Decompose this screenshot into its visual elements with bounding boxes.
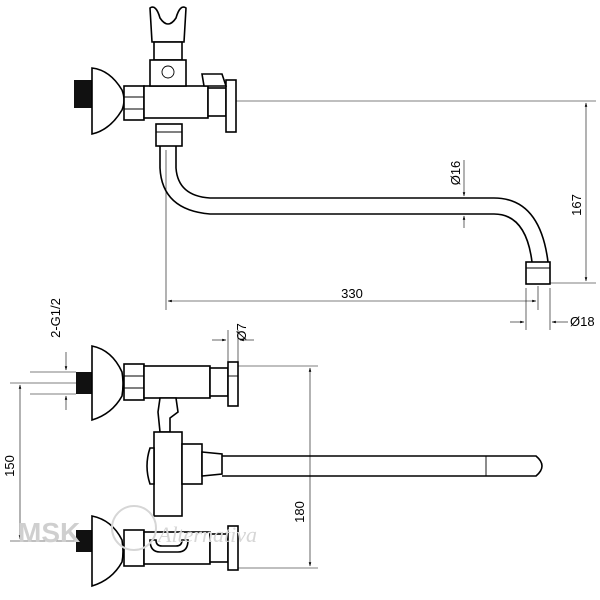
shower-holder-front	[149, 539, 189, 553]
aerator	[525, 261, 551, 285]
top-dimensions	[165, 100, 596, 330]
mixer-column	[153, 431, 183, 517]
column-knob	[146, 447, 155, 485]
handle-lower	[227, 525, 239, 571]
label-thread: 2-G1/2	[48, 298, 63, 338]
spout-collar	[181, 443, 203, 485]
escutcheon-upper	[91, 345, 124, 422]
watermark-brand: MSK	[18, 517, 80, 548]
top-view	[74, 6, 551, 285]
valve-nut-upper	[209, 367, 229, 397]
label-inlet-spacing: 150	[2, 455, 17, 477]
shower-holder-top	[149, 6, 187, 43]
holder-joint	[153, 41, 183, 61]
handle-cross-top	[225, 79, 237, 133]
diverter-top	[149, 59, 187, 87]
spout-joint	[201, 451, 223, 477]
label-spout-diameter: Ø16	[448, 161, 463, 186]
nut-upper	[123, 363, 145, 401]
body-upper	[143, 365, 211, 399]
spout-pipe-outer	[159, 146, 533, 263]
watermark-suffix: Alternativa	[156, 522, 257, 547]
valve-nut-top	[207, 87, 227, 117]
front-view	[76, 345, 543, 588]
lever-top	[201, 73, 228, 87]
diverter-stem	[157, 397, 179, 433]
watermark-logo-icon	[111, 505, 157, 551]
inlet-thread-upper	[76, 372, 92, 394]
label-body-height: 180	[292, 501, 307, 523]
label-handle-diameter: Ø7	[234, 323, 249, 340]
escutcheon-top	[91, 67, 125, 135]
swivel-nut-top	[155, 123, 183, 147]
label-spout-length: 330	[341, 286, 363, 301]
front-dimensions	[10, 330, 318, 569]
spout-pipe-inner	[175, 146, 549, 263]
label-height-top: 167	[569, 194, 584, 216]
nut-top	[123, 85, 145, 121]
spout-front	[222, 455, 543, 477]
escutcheon-lower	[91, 515, 124, 588]
label-outlet-diameter: Ø18	[570, 314, 595, 329]
inlet-thread-top	[74, 80, 92, 108]
inlet-thread-lower	[76, 530, 92, 552]
watermark: MSK Alternativa	[18, 505, 257, 551]
mixer-body-top	[143, 85, 209, 119]
handle-upper	[227, 361, 239, 407]
